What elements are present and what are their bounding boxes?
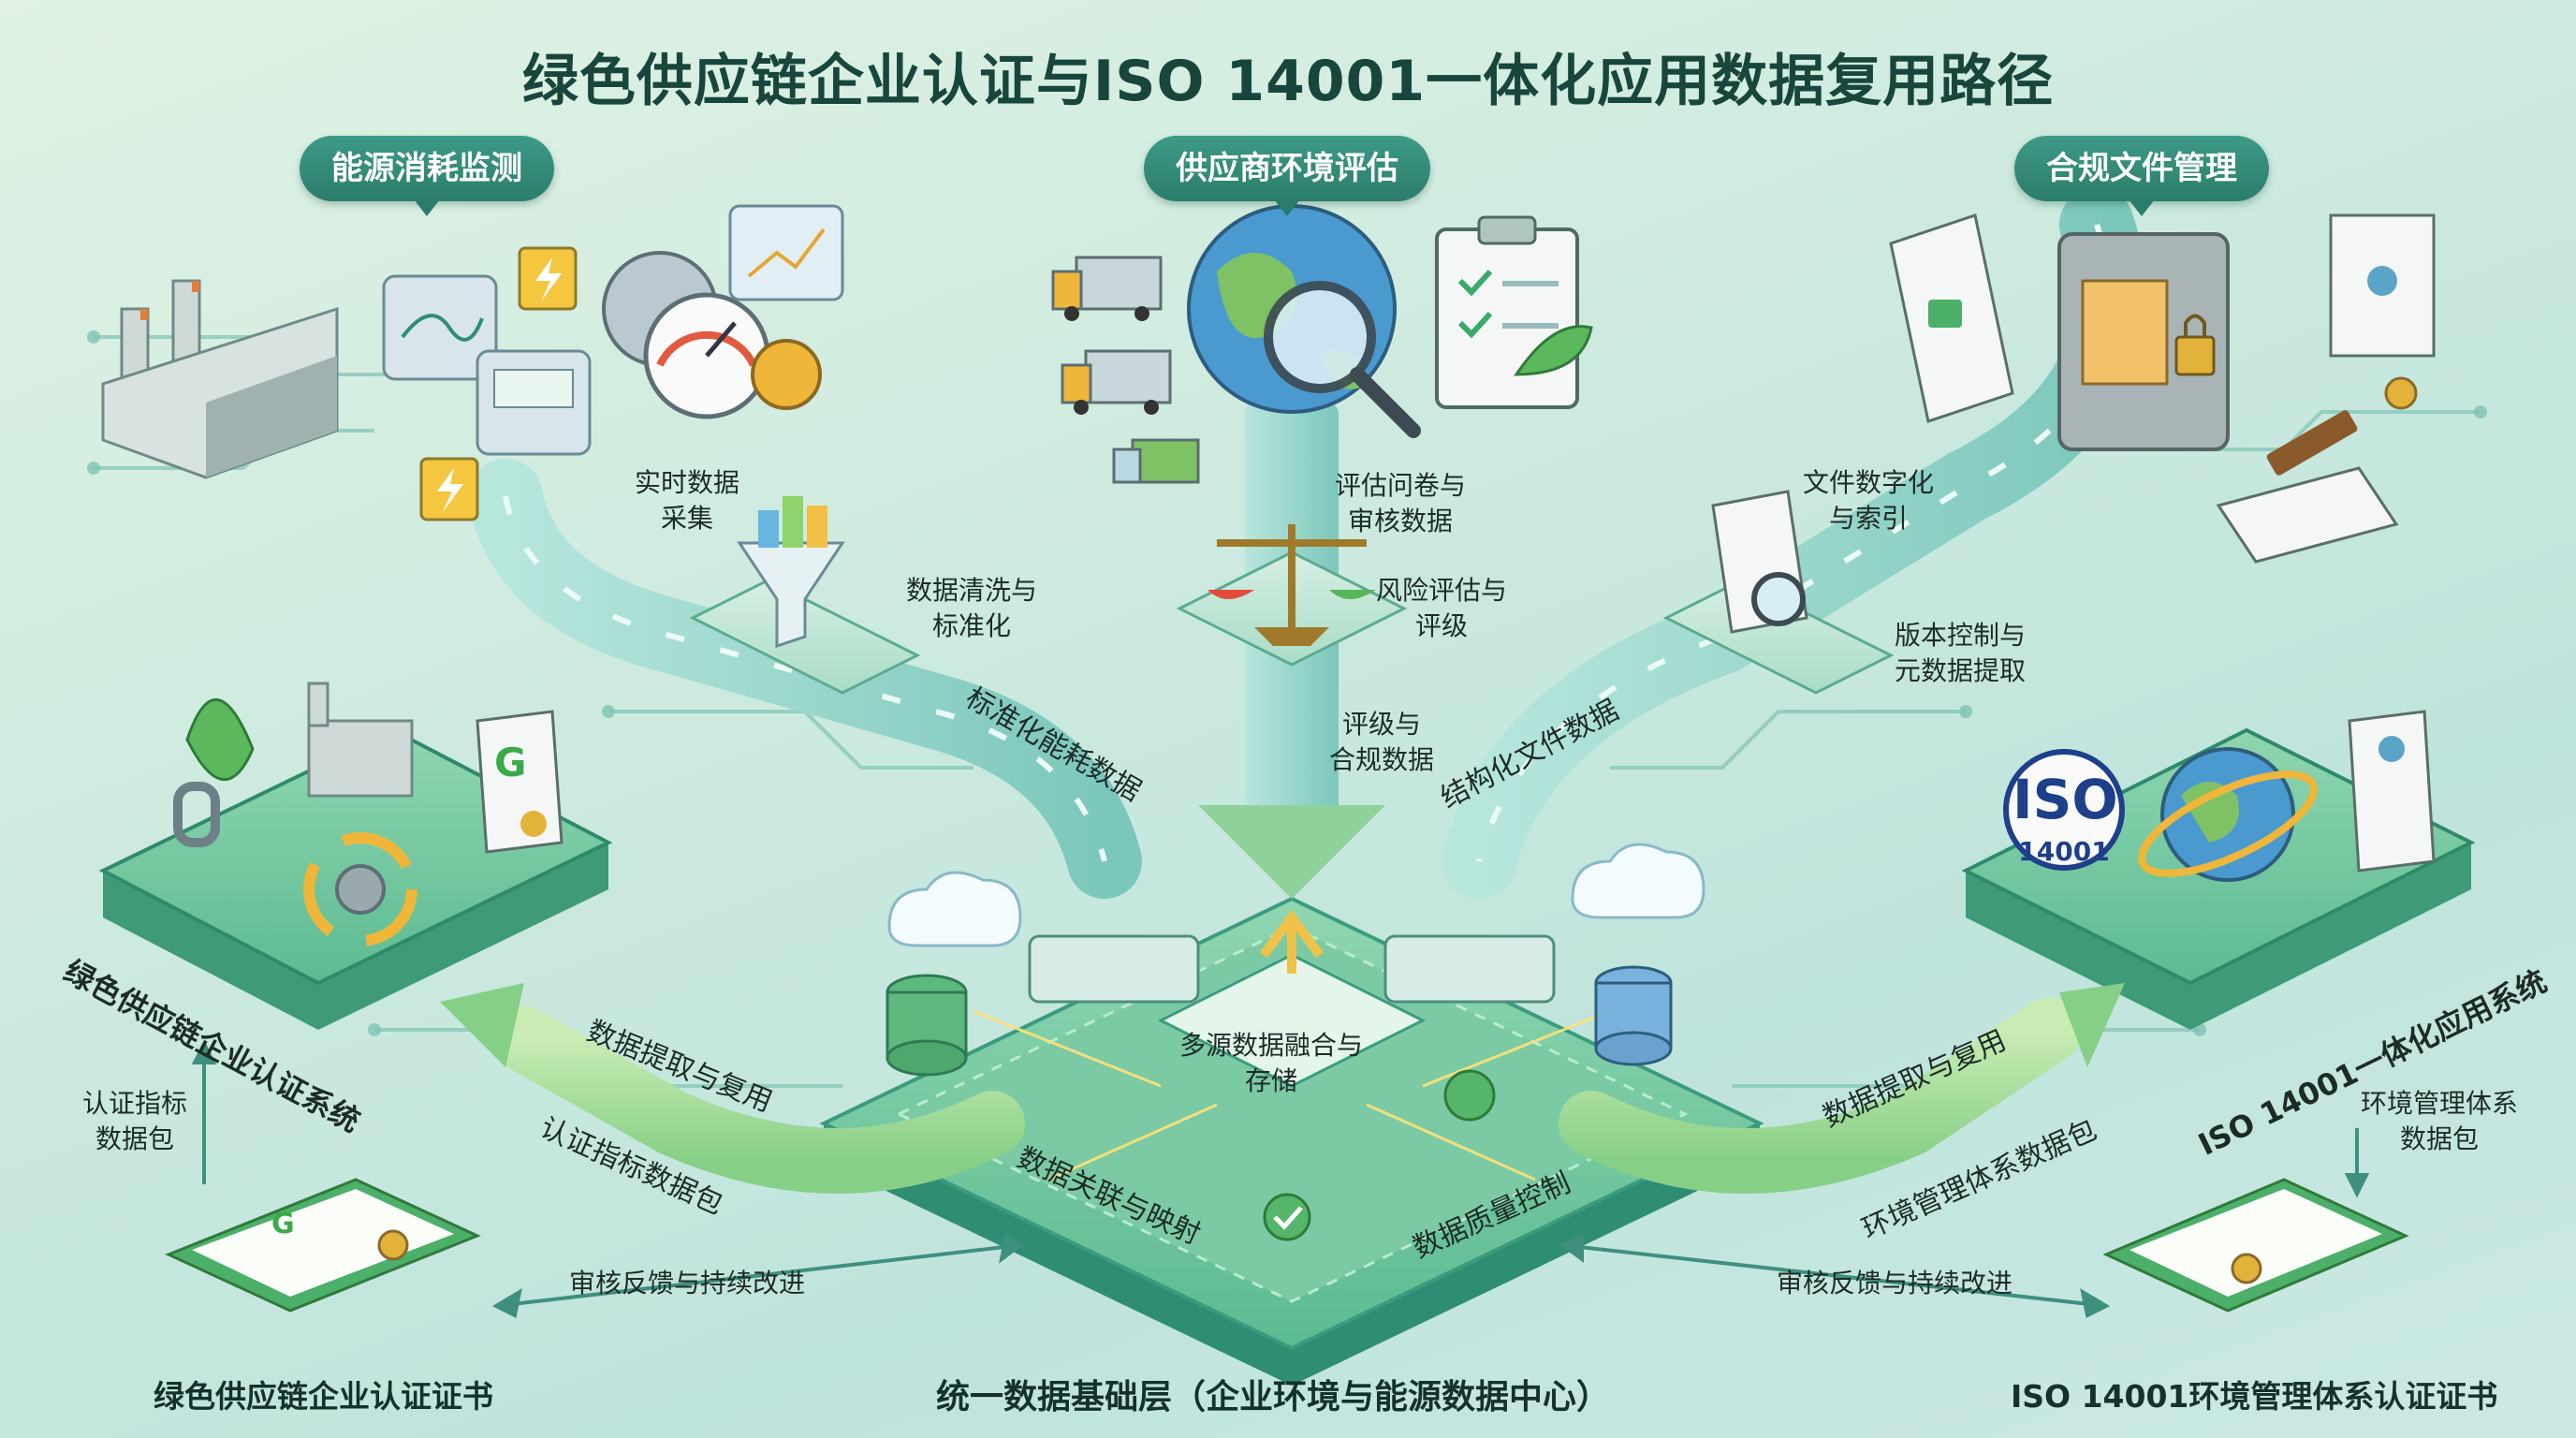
label-version-metadata: 版本控制与 元数据提取 [1895,620,2027,686]
g-logo-cert: G [271,1208,295,1240]
iso-number-text: 14001 [2018,836,2110,867]
label-clean-standardize: 数据清洗与 标准化 [906,575,1038,641]
g-logo-left: G [494,740,527,785]
caption-data-foundation: 统一数据基础层（企业环境与能源数据中心） [936,1378,1611,1416]
caption-green-cert: 绿色供应链企业认证证书 [154,1378,493,1415]
label-rating-compliance: 评级与 合规数据 [1329,709,1435,775]
caption-iso-cert: ISO 14001环境管理体系认证证书 [2011,1378,2498,1415]
section-supplier: 供应商环境评估 [1144,136,1430,216]
page-title: 绿色供应链企业认证与ISO 14001一体化应用数据复用路径 [521,49,2055,114]
section-energy: 能源消耗监测 [300,136,554,216]
label-feedback-right: 审核反馈与持续改进 [1777,1268,2013,1299]
label-fusion-storage: 多源数据融合与 存储 [1179,1030,1364,1096]
section-compliance: 合规文件管理 [2014,136,2269,216]
label-feedback-left: 审核反馈与持续改进 [569,1268,806,1299]
label-risk-rating: 风险评估与 评级 [1376,575,1508,641]
label-digitize-index: 文件数字化 与索引 [1803,467,1935,534]
label-ems-pack: 环境管理体系 数据包 [2361,1088,2519,1154]
iso-badge-text: ISO [2012,768,2118,831]
label-survey-audit: 评估问卷与 审核数据 [1335,470,1467,536]
label-cert-indicator-pack: 认证指标 数据包 [82,1088,188,1154]
label-realtime-collection: 实时数据 采集 [635,467,740,534]
